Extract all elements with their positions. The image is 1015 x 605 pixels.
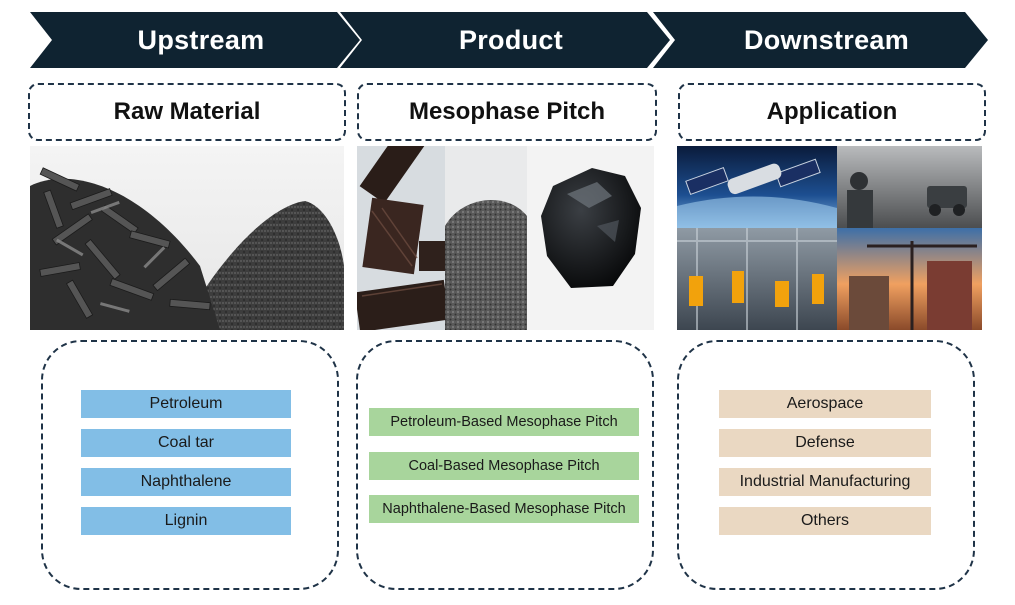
pitch-powder <box>445 146 527 330</box>
column-title: Application <box>766 98 898 125</box>
mesophase-pitch-list: Petroleum-Based Mesophase Pitch Coal-Bas… <box>356 340 654 590</box>
stage-product: Product <box>340 12 670 68</box>
raw-material-list: Petroleum Coal tar Naphthalene Lignin <box>41 340 339 590</box>
pitch-pieces <box>357 146 450 330</box>
satellite <box>677 146 837 228</box>
construction-crane <box>837 228 982 330</box>
mesophase-pitch-image <box>357 146 654 330</box>
stage-label: Product <box>458 24 564 55</box>
list-item: Aerospace <box>719 390 931 418</box>
title-box-application: Application <box>678 83 986 141</box>
column-title: Mesophase Pitch <box>408 98 606 125</box>
factory <box>677 228 837 330</box>
title-box-mesophase-pitch: Mesophase Pitch <box>357 83 657 141</box>
list-item: Naphthalene-Based Mesophase Pitch <box>369 495 639 523</box>
list-item: Coal tar <box>81 429 291 457</box>
pitch-lump <box>527 146 654 330</box>
list-item: Defense <box>719 429 931 457</box>
title-box-raw-material: Raw Material <box>28 83 346 141</box>
list-item: Lignin <box>81 507 291 535</box>
stage-upstream: Upstream <box>30 12 360 68</box>
raw-material-image <box>30 146 344 330</box>
stage-label: Downstream <box>743 24 910 55</box>
powder-pile <box>180 201 344 330</box>
list-item: Petroleum <box>81 390 291 418</box>
soldiers <box>837 146 982 228</box>
column-title: Raw Material <box>113 98 261 125</box>
application-image <box>677 146 982 330</box>
list-item: Others <box>719 507 931 535</box>
application-list: Aerospace Defense Industrial Manufacturi… <box>677 340 975 590</box>
list-item: Petroleum-Based Mesophase Pitch <box>369 408 639 436</box>
list-item: Industrial Manufacturing <box>719 468 931 496</box>
stage-label: Upstream <box>137 24 265 55</box>
stage-downstream: Downstream <box>653 12 988 68</box>
carbon-fiber-pile <box>30 167 220 330</box>
list-item: Naphthalene <box>81 468 291 496</box>
list-item: Coal-Based Mesophase Pitch <box>369 452 639 480</box>
